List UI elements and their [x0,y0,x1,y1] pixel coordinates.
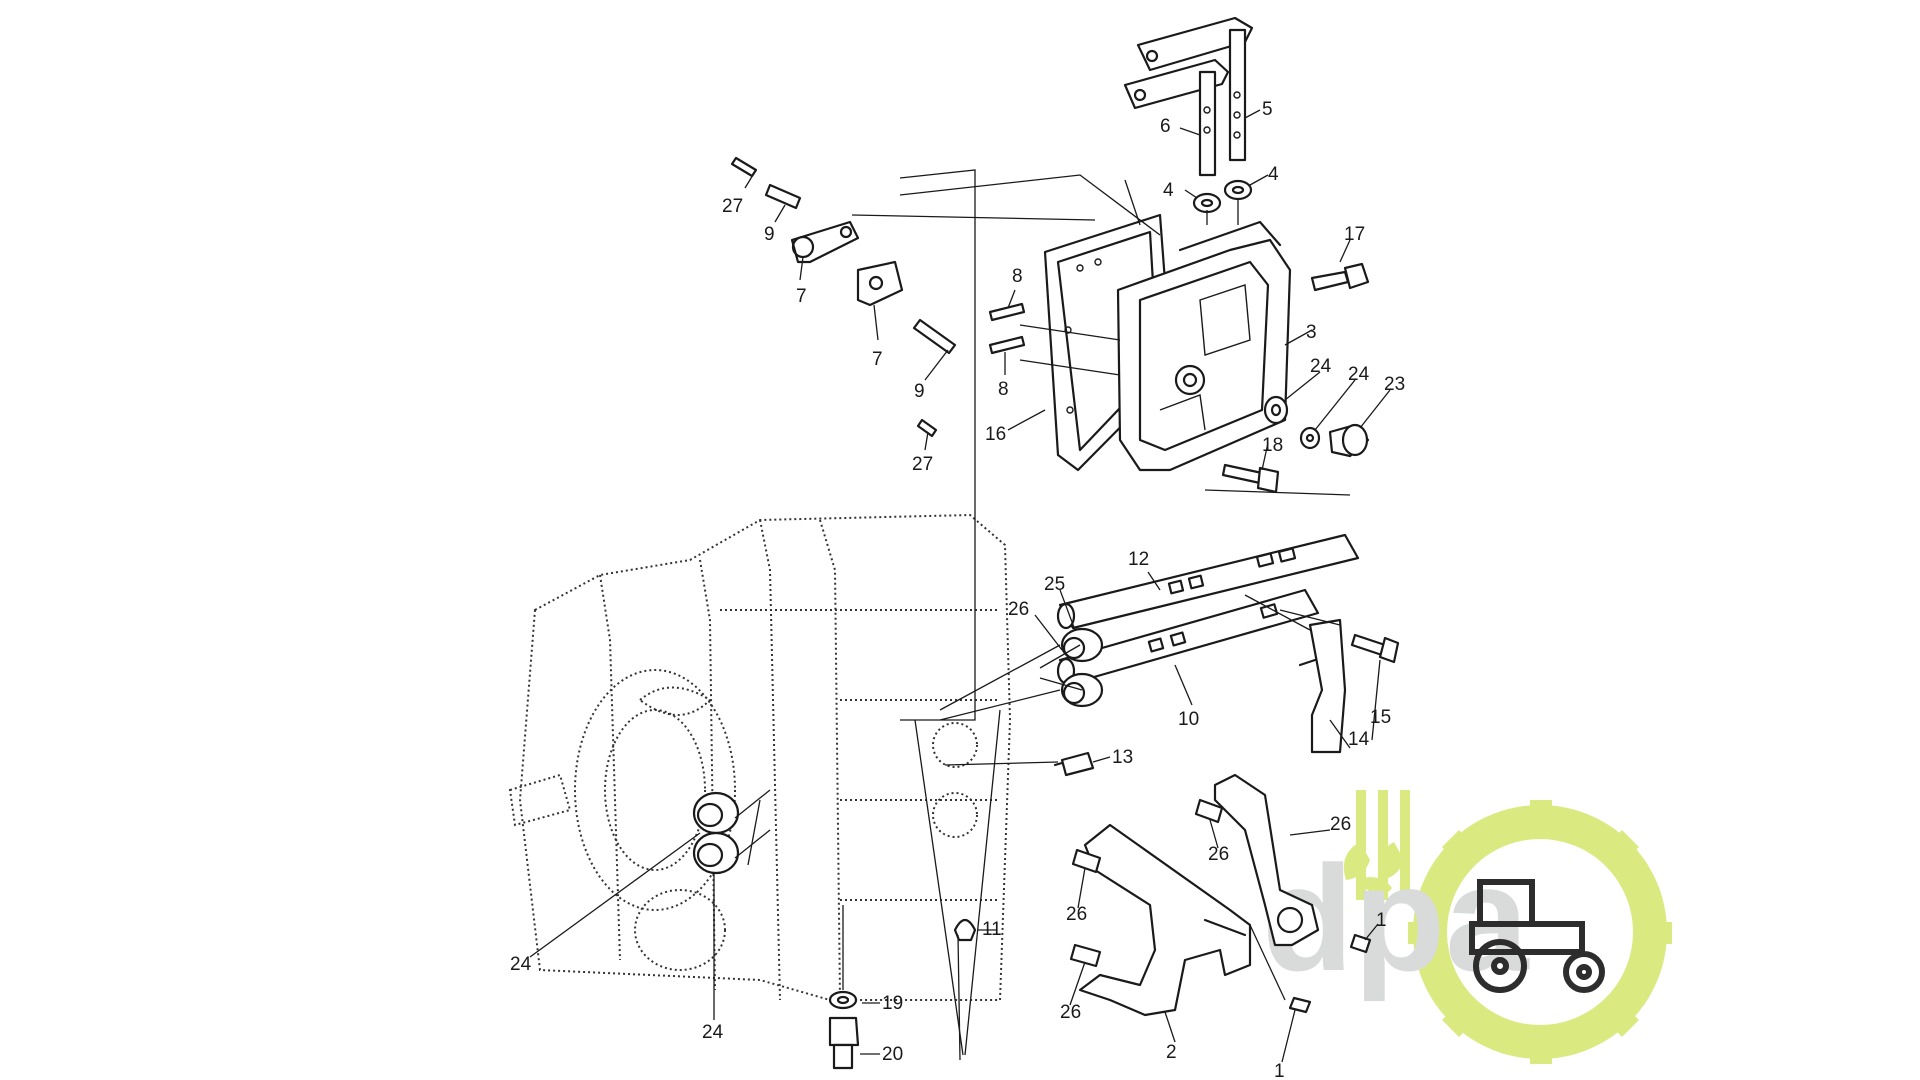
label-24-left: 24 [510,954,532,975]
label-6: 6 [1160,116,1171,137]
label-24-bottom: 24 [702,1022,724,1043]
pin-27-lower [916,418,938,438]
seal-4-left [1192,192,1222,214]
label-9-lower: 9 [914,381,925,402]
label-12: 12 [1128,549,1149,570]
pin-8-lower [988,335,1026,355]
callout-leaders [529,109,1391,1063]
bushing-24-housing-b [692,831,740,875]
spring-9-upper [764,183,802,210]
washer-23 [1263,395,1289,425]
interlock-lever-7-lower [856,260,904,307]
shift-fork-2 [1078,823,1252,1017]
washer-19 [828,990,858,1010]
label-26-right: 26 [1208,844,1229,865]
label-27-upper: 27 [722,196,743,217]
seal-4-right [1223,179,1253,201]
label-14: 14 [1348,729,1370,750]
label-11: 11 [982,919,1002,940]
wheat-icon [1343,790,1410,900]
label-25: 26 [1330,814,1351,835]
part-labels: 27 9 7 7 9 27 8 8 16 6 5 4 4 17 3 24 24 … [510,99,1405,1080]
label-7-lower: 7 [872,349,883,370]
shift-rail-12 [1056,533,1360,630]
assembly-lines [734,169,1351,1061]
shift-fork-25 [1213,773,1320,947]
label-1-lower: 1 [1274,1061,1285,1080]
label-15: 15 [1370,707,1391,728]
label-13: 13 [1112,747,1133,768]
tractor-icon [1469,879,1605,993]
label-3: 3 [1306,322,1317,343]
label-27-lower: 27 [912,454,933,475]
label-4-left: 4 [1163,180,1174,201]
top-cover-3 [1116,220,1292,472]
plug-21 [1328,423,1370,458]
bolt-15 [1350,633,1400,664]
label-8-lower: 8 [998,379,1009,400]
label-16: 16 [985,424,1006,445]
label-21: 23 [1384,374,1405,395]
pad-26-c [1194,798,1224,824]
label-19: 19 [882,993,903,1014]
label-10: 10 [1178,709,1199,730]
drain-plug-20 [828,1016,860,1070]
label-22: 24 [1348,364,1370,385]
pad-26-b [1069,943,1102,968]
washer-22 [1299,426,1321,450]
bolt-17 [1310,262,1370,292]
label-18: 18 [1262,435,1283,456]
bolt-18 [1221,463,1280,494]
label-8-upper: 8 [1012,266,1023,287]
pin-11 [953,918,977,942]
label-5: 5 [1262,99,1273,120]
label-9-upper: 9 [764,224,775,245]
gear-teeth-icon [1408,800,1672,1064]
bushing-24-upper [1060,627,1104,663]
plug-13 [1053,751,1095,777]
label-7-upper: 7 [796,286,807,307]
label-4-right: 4 [1268,164,1279,185]
interlock-lever-7-upper [790,220,860,264]
pad-26-a [1071,848,1102,874]
gearbox-housing [508,513,1012,1001]
pin-8-upper [988,302,1026,322]
pin-27-upper [730,156,758,178]
bushing-24-housing-a [692,791,740,835]
spring-9-lower [912,318,957,355]
label-26-lower: 26 [1060,1002,1081,1023]
shift-lever-5 [1136,16,1254,162]
shift-lever-6 [1123,58,1230,177]
selector-14 [1298,618,1347,754]
label-24-second: 26 [1008,599,1029,620]
label-2: 2 [1166,1042,1177,1063]
label-24-top: 25 [1044,574,1065,595]
pin-1-lower [1288,996,1312,1014]
label-17: 17 [1344,224,1365,245]
label-23: 24 [1310,356,1332,377]
label-20: 20 [882,1044,903,1065]
label-26-upper: 26 [1066,904,1087,925]
label-1-upper: 1 [1376,910,1387,931]
